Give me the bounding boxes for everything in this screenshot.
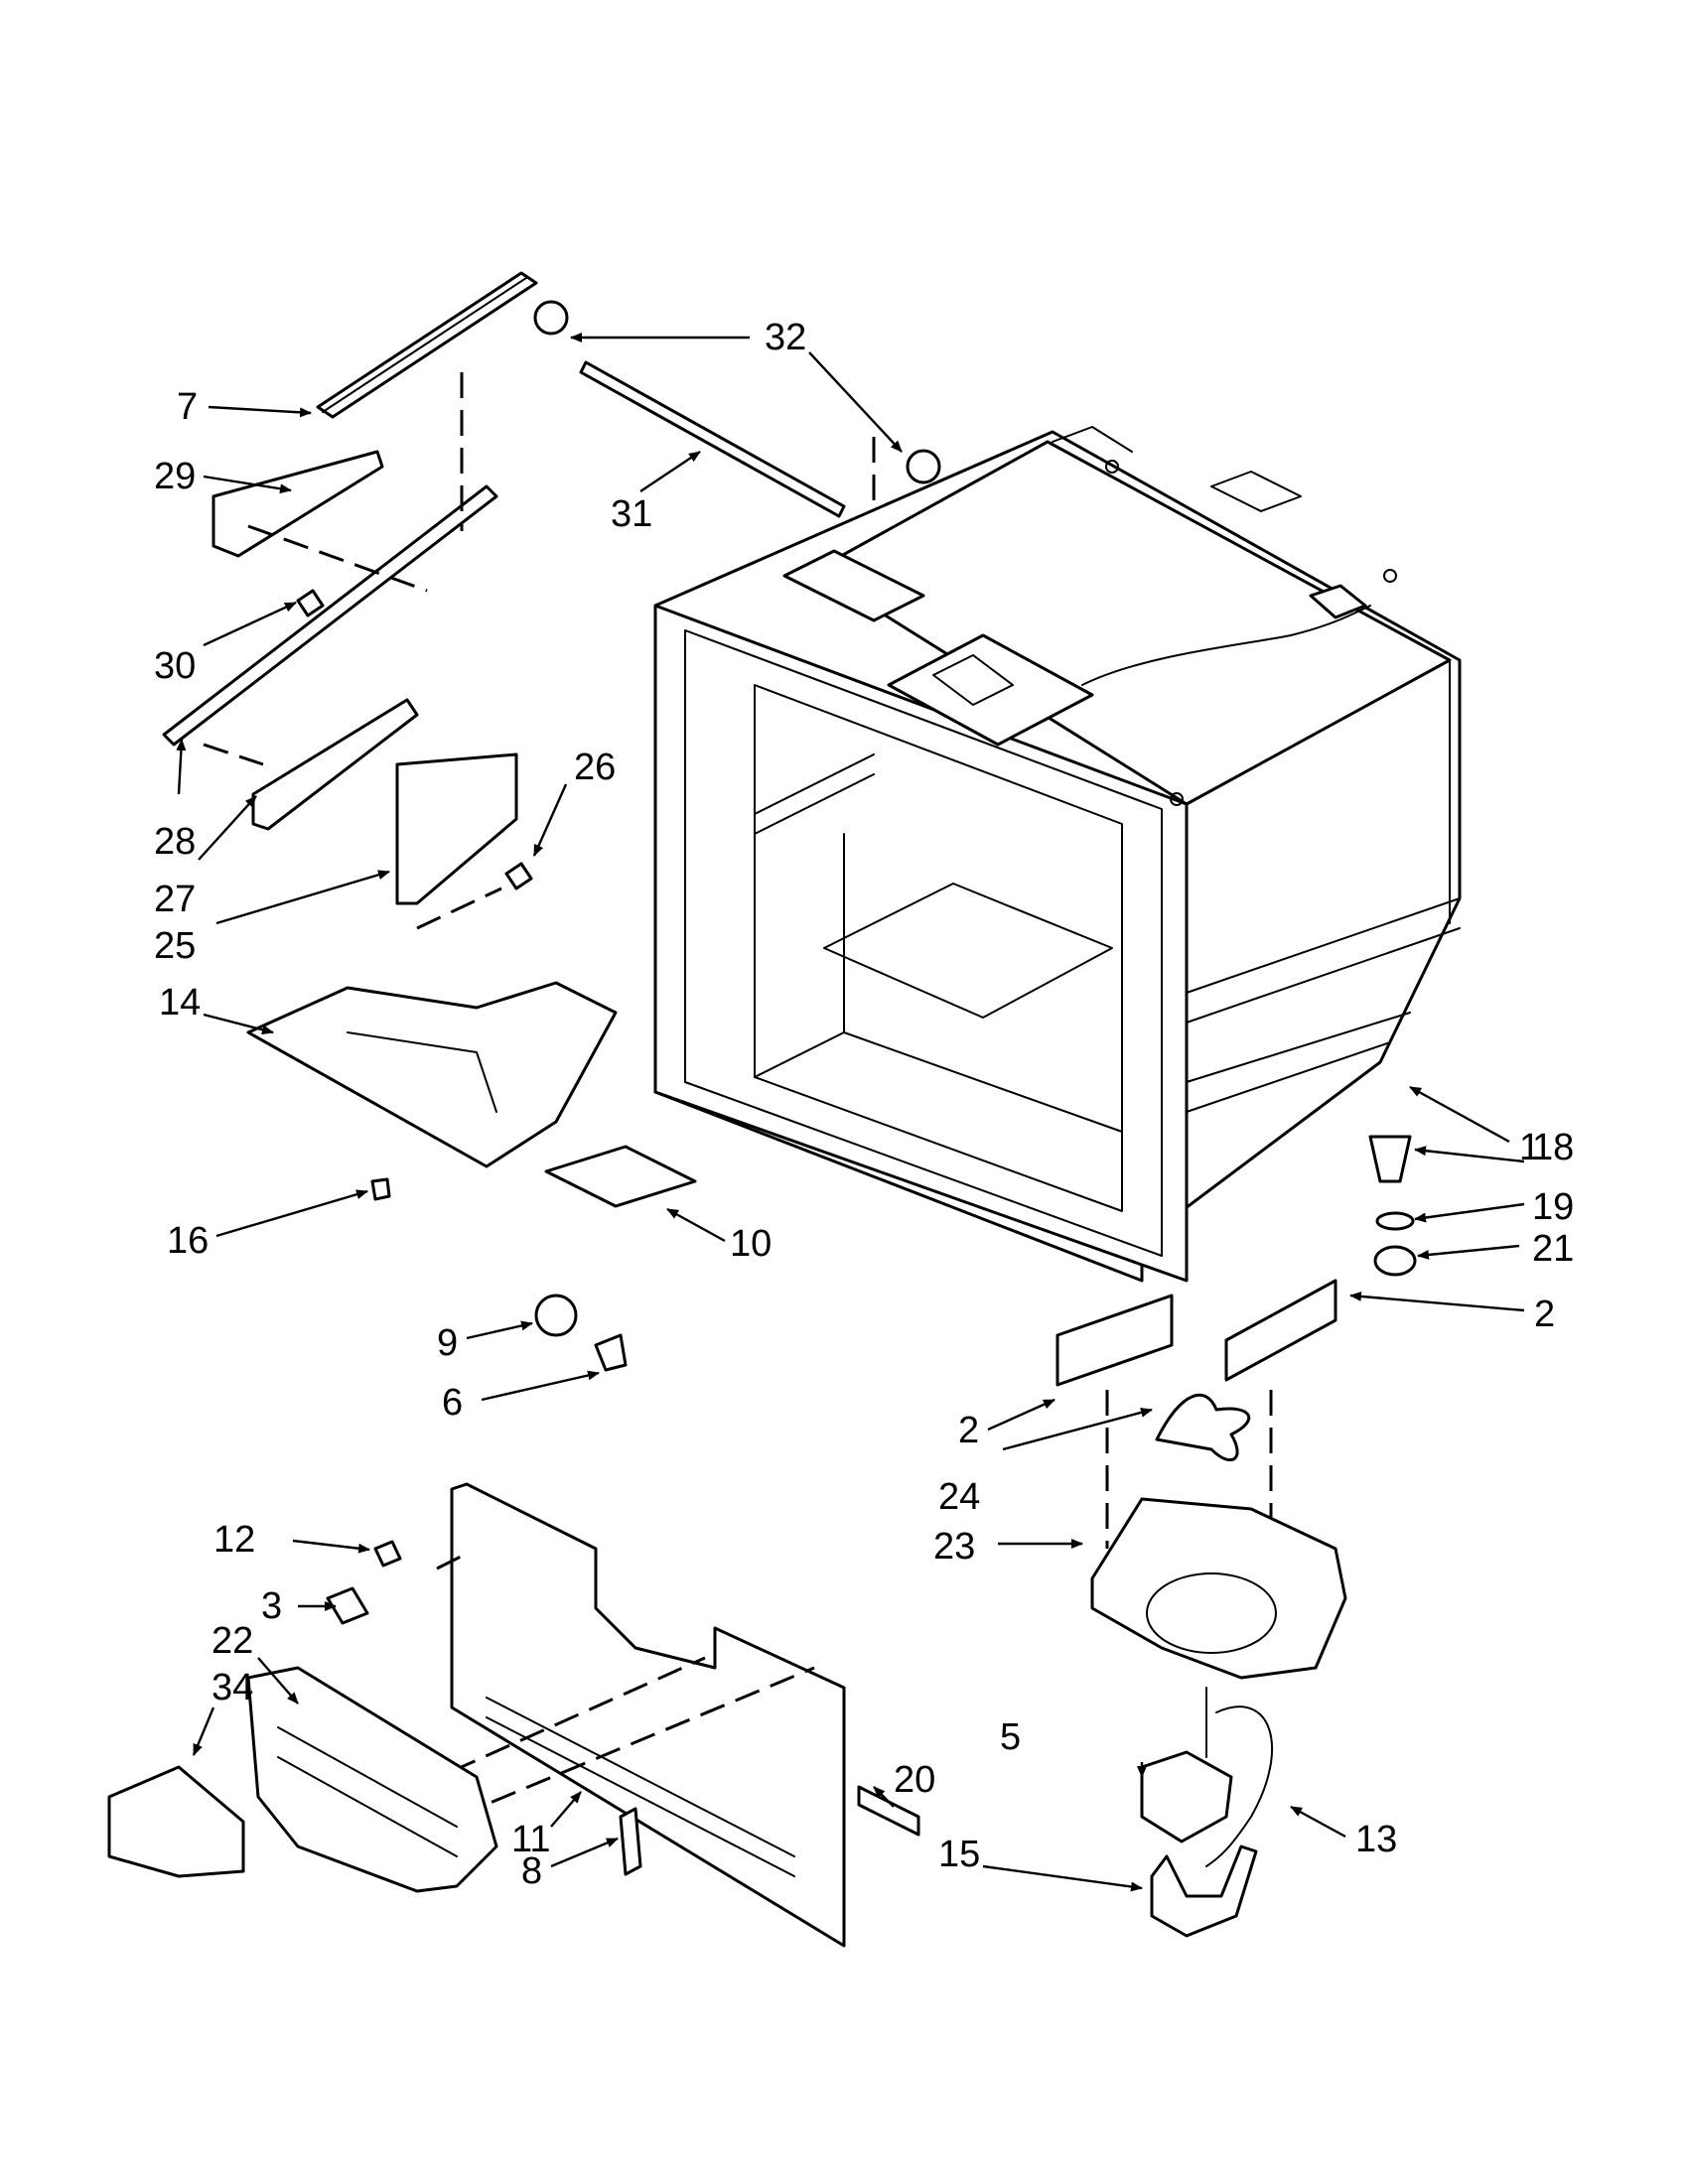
part-13-wire [1205,1706,1273,1867]
callout-6: 6 [442,1382,463,1424]
callout-34: 34 [211,1667,253,1708]
part-12-screw [373,1540,402,1568]
callout-5: 5 [1000,1716,1021,1758]
callout-11: 11 [511,1819,550,1860]
part-19-ring [1375,1211,1415,1231]
part-10-label-sheet [544,1145,697,1208]
part-27-bracket [251,698,419,831]
callout-labels: 1 2 2 3 5 6 7 8 9 10 11 12 13 14 15 16 1… [154,317,1574,1892]
callout-8: 8 [521,1850,542,1892]
callout-25: 25 [154,925,196,967]
callout-28: 28 [154,821,196,863]
callout-16: 16 [167,1220,209,1262]
part-9-bulb [534,1294,578,1337]
part-22-grille [246,1666,498,1893]
part-30-screw [296,589,325,617]
callout-3: 3 [261,1585,282,1627]
callout-29: 29 [154,456,196,497]
part-26-screw [504,862,533,890]
part-16-connector [370,1177,391,1201]
callout-21: 21 [1532,1228,1574,1270]
leader-lines [176,333,1525,1892]
part-7-slide-rail [316,271,538,419]
callout-15: 15 [938,1834,980,1875]
callout-13: 13 [1355,1819,1397,1860]
part-14-housing [246,981,618,1168]
part-5-fan-motor [1140,1687,1233,1843]
callout-22: 22 [211,1620,253,1662]
callout-24: 24 [938,1476,980,1518]
callout-19: 19 [1532,1186,1574,1228]
part-6-socket [594,1333,628,1372]
callout-10: 10 [730,1223,772,1265]
part-28-slide-rail [162,484,498,747]
part-1-freezer-liner [653,426,1462,1283]
callout-32: 32 [765,317,806,358]
part-11-evaporator-cover [450,1482,846,1948]
callout-1: 1 [1519,1127,1540,1168]
part-29-bracket [211,450,384,558]
part-2-insulation-right [1224,1279,1337,1382]
part-2-insulation-left [1055,1294,1174,1387]
callout-30: 30 [154,645,196,687]
callout-23: 23 [933,1526,975,1568]
part-20-strip [857,1785,920,1837]
callout-2-left: 2 [958,1410,979,1451]
part-23-fan-shroud [1090,1497,1347,1680]
callout-12: 12 [213,1519,255,1561]
part-3-defrost-thermostat [326,1586,369,1625]
callout-27: 27 [154,879,196,920]
part-32-gear-right [906,449,941,484]
callout-9: 9 [437,1322,458,1364]
callout-14: 14 [159,982,201,1024]
part-34-cover [107,1765,245,1878]
part-21-grommet [1373,1245,1417,1277]
part-32-gear-left [533,300,569,336]
callout-18: 18 [1532,1127,1574,1168]
part-18-cup [1368,1135,1412,1183]
callout-7: 7 [177,386,198,428]
part-25-bracket [395,752,518,905]
part-8-sensor [619,1807,642,1876]
callout-20: 20 [894,1759,935,1801]
part-15-motor-bracket [1150,1844,1258,1938]
callout-31: 31 [611,493,652,535]
part-31-shaft [579,360,846,518]
part-24-fan-blade [1155,1393,1251,1462]
callout-2-right: 2 [1534,1294,1555,1335]
callout-26: 26 [574,747,616,788]
